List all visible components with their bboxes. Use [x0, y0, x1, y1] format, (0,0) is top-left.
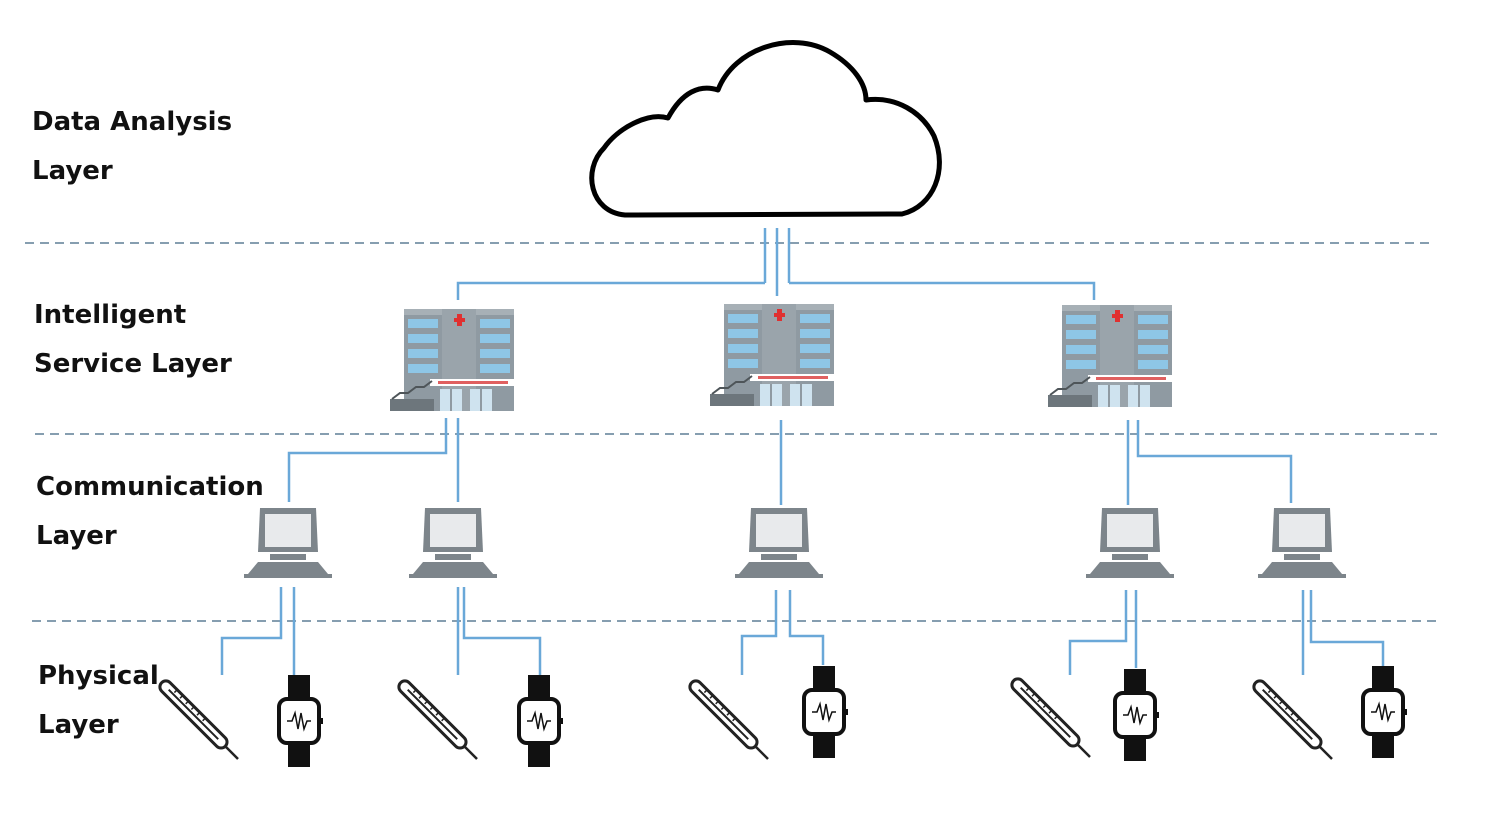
thermometer-icon [1249, 676, 1338, 765]
thermometer-icon [394, 676, 483, 765]
hospital-building-icon [709, 303, 837, 407]
thermometer-icon [1007, 674, 1096, 763]
intelligent-service-layer-label: Intelligent Service Layer [34, 291, 232, 389]
smartwatch-icon [517, 673, 565, 769]
data-analysis-label-line1: Data Analysis [32, 107, 233, 137]
laptop-computer-icon [244, 508, 332, 578]
physical-label-line1: Physical [38, 661, 159, 691]
thermometer-icon [155, 676, 244, 765]
smartwatch-icon [802, 664, 850, 760]
data-analysis-label-line2: Layer [32, 156, 113, 186]
thermometer-icon [685, 676, 774, 765]
laptop-computer-icon [735, 508, 823, 578]
hospital-building-icon [1047, 304, 1175, 408]
smartwatch-icon [1361, 664, 1409, 760]
smartwatch-icon [1113, 667, 1161, 763]
intelligent-service-label-line1: Intelligent [34, 300, 187, 330]
physical-layer-label: Physical Layer [38, 652, 159, 750]
device-connectors [220, 587, 1385, 675]
hospital-connectors [287, 418, 1293, 505]
communication-label-line2: Layer [36, 521, 117, 551]
communication-layer-label: Communication Layer [36, 463, 264, 561]
hospital-building-icon [389, 308, 517, 412]
laptop-computer-icon [409, 508, 497, 578]
data-analysis-layer-label: Data Analysis Layer [32, 98, 232, 196]
physical-label-line2: Layer [38, 710, 119, 740]
smartwatch-icon [277, 673, 325, 769]
cloud-connectors [456, 228, 1096, 300]
cloud-icon [589, 40, 942, 218]
laptop-computer-icon [1258, 508, 1346, 578]
communication-label-line1: Communication [36, 472, 264, 502]
laptop-computer-icon [1086, 508, 1174, 578]
intelligent-service-label-line2: Service Layer [34, 349, 232, 379]
